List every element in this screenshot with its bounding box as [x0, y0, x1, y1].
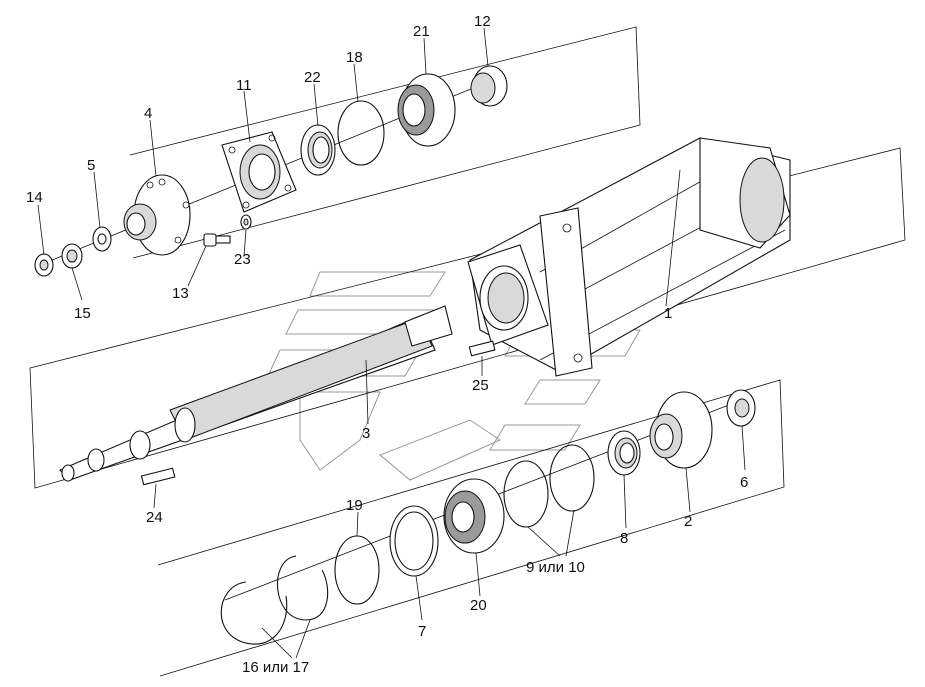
- flange-4: [123, 174, 191, 256]
- bearing-cap-11: [221, 131, 297, 213]
- bearing-21: [397, 73, 456, 147]
- shaft-3: [59, 305, 453, 482]
- ring-19: [334, 535, 380, 605]
- label-18: 18: [346, 49, 363, 66]
- label-21: 21: [413, 23, 430, 40]
- label-1: 1: [664, 305, 672, 322]
- label-8: 8: [620, 530, 628, 547]
- ring-9: [503, 460, 549, 528]
- key-24: [140, 467, 176, 486]
- seal-8: [607, 430, 641, 476]
- label-7: 7: [418, 623, 426, 640]
- sleeve-12: [470, 65, 508, 107]
- label-9-or-10: 9 или 10: [526, 559, 585, 576]
- label-12: 12: [474, 13, 491, 30]
- frame-bottom: [157, 379, 785, 677]
- label-14: 14: [26, 189, 43, 206]
- seal-22: [300, 124, 336, 176]
- label-20: 20: [470, 597, 487, 614]
- nut-15: [61, 243, 83, 269]
- label-2: 2: [684, 513, 692, 530]
- label-6: 6: [740, 474, 748, 491]
- label-5: 5: [87, 157, 95, 174]
- label-11: 11: [236, 77, 252, 94]
- seal-7: [389, 505, 439, 577]
- label-4: 4: [144, 105, 152, 122]
- leader-lines: [37, 27, 746, 659]
- ring-17: [276, 555, 329, 621]
- ring-10: [549, 444, 595, 512]
- key-25: [468, 340, 496, 357]
- nut-14: [34, 253, 54, 277]
- frame-top: [129, 26, 641, 259]
- washer-5: [92, 226, 112, 252]
- bolt-13: [203, 233, 231, 247]
- label-23: 23: [234, 251, 251, 268]
- label-24: 24: [146, 509, 163, 526]
- label-3: 3: [362, 425, 370, 442]
- bearing-20: [443, 478, 505, 554]
- label-16-or-17: 16 или 17: [242, 659, 309, 676]
- label-15: 15: [74, 305, 91, 322]
- label-19: 19: [346, 497, 363, 514]
- label-25: 25: [472, 377, 489, 394]
- nut-6: [726, 389, 756, 427]
- ring-18: [337, 100, 385, 166]
- part-labels: 1 2 3 4 5 6 7 8 9 или 10 11 12 13 14 15 …: [26, 13, 748, 676]
- ring-16: [220, 581, 288, 645]
- housing-1: [467, 137, 791, 377]
- washer-23: [240, 214, 252, 230]
- hub-2: [649, 391, 713, 469]
- label-13: 13: [172, 285, 189, 302]
- label-22: 22: [304, 69, 321, 86]
- group-frames: [29, 26, 906, 677]
